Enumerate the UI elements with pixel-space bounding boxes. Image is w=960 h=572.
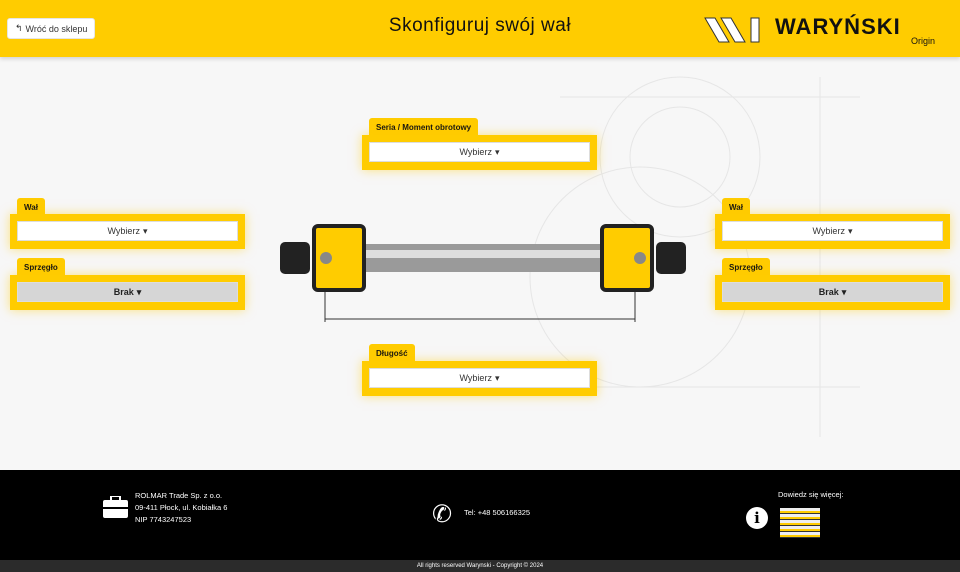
left-clutch-value: Brak (113, 287, 134, 297)
catalog-thumbnail[interactable] (780, 508, 820, 538)
series-select[interactable]: Wybierz▾ (369, 142, 590, 162)
header: ↰Wróć do sklepu Skonfiguruj swój wał WAR… (0, 0, 960, 57)
left-shaft-value: Wybierz (107, 226, 140, 236)
right-shaft-panel: Wybierz▾ (715, 214, 950, 249)
series-tab: Seria / Moment obrotowy (369, 118, 479, 136)
length-value: Wybierz (459, 373, 492, 383)
left-shaft-select[interactable]: Wybierz▾ (17, 221, 238, 241)
right-clutch-tab: Sprzęgło (722, 258, 770, 276)
left-clutch-panel: Brak▾ (10, 275, 245, 310)
back-to-shop-button[interactable]: ↰Wróć do sklepu (7, 18, 96, 39)
caret-down-icon: ▾ (136, 286, 142, 297)
left-shaft-tab: Wał (17, 198, 45, 216)
right-shaft-tab: Wał (722, 198, 750, 216)
series-panel: Wybierz▾ (362, 135, 597, 170)
back-label: Wróć do sklepu (25, 23, 88, 34)
left-clutch-tab: Sprzęgło (17, 258, 65, 276)
logo-sub: Origin (910, 36, 935, 46)
right-clutch-select[interactable]: Brak▾ (722, 282, 943, 302)
info-icon[interactable]: i (746, 507, 768, 529)
briefcase-icon (103, 496, 128, 518)
undo-arrow-icon: ↰ (15, 23, 23, 33)
company-address: 09-411 Płock, ul. Kobiałka 6 (135, 503, 228, 512)
logo-w-icon (704, 17, 760, 43)
learn-more-label: Dowiedz się więcej: (778, 490, 844, 499)
length-tab: Długość (369, 344, 415, 362)
company-nip: NIP 7743247523 (135, 515, 192, 524)
copyright-bar: All rights reserved Warynski - Copyright… (0, 560, 960, 572)
right-clutch-panel: Brak▾ (715, 275, 950, 310)
right-shaft-select[interactable]: Wybierz▾ (722, 221, 943, 241)
caret-down-icon: ▾ (142, 225, 148, 236)
series-value: Wybierz (459, 147, 492, 157)
logo[interactable]: WARYŃSKI Origin (703, 14, 935, 48)
phone-icon: ✆ (432, 501, 453, 528)
phone-link[interactable]: Tel: +48 506166325 (464, 508, 531, 517)
right-shaft-value: Wybierz (812, 226, 845, 236)
caret-down-icon: ▾ (841, 286, 847, 297)
company-info: ROLMAR Trade Sp. z o.o. 09-411 Płock, ul… (135, 490, 227, 526)
left-shaft-panel: Wybierz▾ (10, 214, 245, 249)
length-panel: Wybierz▾ (362, 361, 597, 396)
caret-down-icon: ▾ (494, 146, 500, 157)
caret-down-icon: ▾ (494, 372, 500, 383)
footer: ROLMAR Trade Sp. z o.o. 09-411 Płock, ul… (0, 470, 960, 560)
caret-down-icon: ▾ (847, 225, 853, 236)
right-clutch-value: Brak (818, 287, 839, 297)
logo-text: WARYŃSKI (775, 14, 901, 39)
page-title: Skonfiguruj swój wał (388, 15, 572, 36)
pto-shaft-image (280, 224, 686, 322)
length-select[interactable]: Wybierz▾ (369, 368, 590, 388)
left-clutch-select[interactable]: Brak▾ (17, 282, 238, 302)
company-name: ROLMAR Trade Sp. z o.o. (135, 491, 223, 500)
